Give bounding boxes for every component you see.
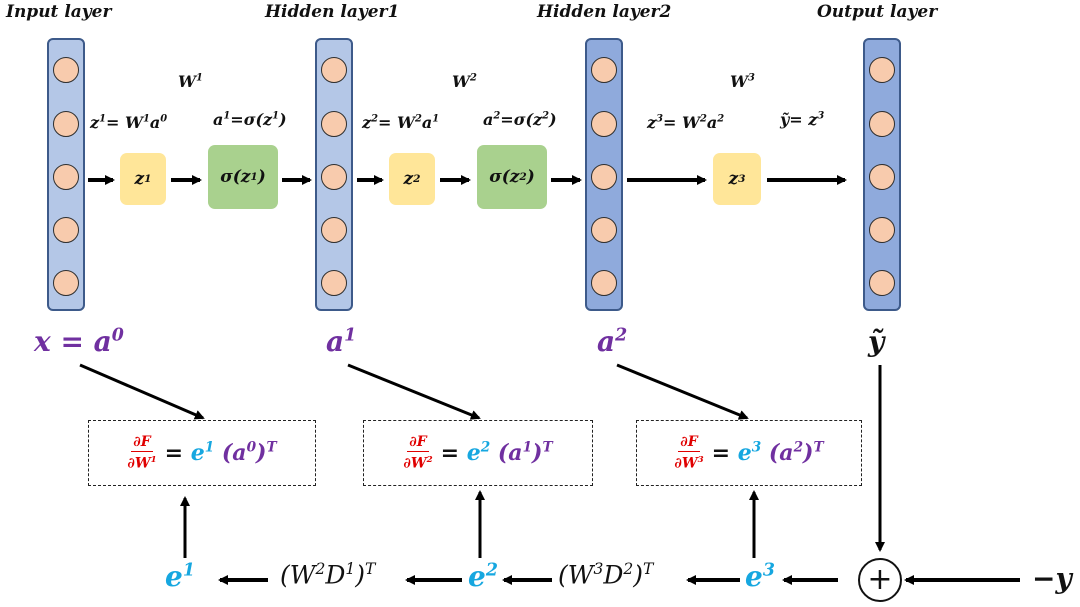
- error-e1: e1: [165, 560, 195, 593]
- neuron: [591, 217, 617, 243]
- equation-ytilde: ỹ= z3: [780, 110, 825, 129]
- gradient-box-w1: ∂F∂W1 = e1 (a0)T: [88, 420, 316, 486]
- equation-z3: z3= W2a2: [647, 113, 725, 132]
- equation-z2: z2= W2a1: [362, 113, 440, 132]
- hidden-layer2-title: Hidden layer2: [537, 2, 672, 22]
- neuron: [53, 111, 79, 137]
- equation-a1: a1=σ(z1): [213, 110, 287, 129]
- arrow: [616, 363, 749, 420]
- neuron: [591, 57, 617, 83]
- arrow: [79, 363, 205, 420]
- backprop-term-1: (W2D1)T: [280, 560, 376, 590]
- hidden-layer2-column: [585, 38, 623, 311]
- activation-a1: a1: [326, 325, 357, 358]
- neuron: [869, 217, 895, 243]
- neuron: [321, 111, 347, 137]
- negative-target-y: −y: [1032, 562, 1072, 595]
- neuron: [869, 270, 895, 296]
- neuron: [53, 217, 79, 243]
- weight-label-w2: W2: [452, 72, 477, 91]
- input-layer-column: [47, 38, 85, 311]
- neuron: [869, 111, 895, 137]
- neuron: [591, 164, 617, 190]
- output-layer-column: [863, 38, 901, 311]
- gradient-box-w2: ∂F∂W2 = e2 (a1)T: [363, 420, 593, 486]
- neuron: [869, 164, 895, 190]
- neuron: [869, 57, 895, 83]
- equation-z1: z1= W1a0: [90, 113, 168, 132]
- backprop-term-2: (W3D2)T: [558, 560, 654, 590]
- error-e3: e3: [745, 560, 775, 593]
- neuron: [591, 270, 617, 296]
- gradient-fraction: ∂F∂W1: [127, 433, 157, 472]
- activation-a2: a2: [597, 325, 628, 358]
- neuron: [591, 111, 617, 137]
- weight-label-w3: W3: [730, 72, 755, 91]
- weight-label-w1: W1: [178, 72, 203, 91]
- sum-node-plus: +: [858, 558, 902, 602]
- neuron: [321, 270, 347, 296]
- neuron: [53, 57, 79, 83]
- gradient-fraction: ∂F∂W3: [674, 433, 704, 472]
- neuron: [321, 164, 347, 190]
- output-layer-title: Output layer: [817, 2, 938, 22]
- gradient-box-w3: ∂F∂W3 = e3 (a2)T: [636, 420, 862, 486]
- activation-a0: x = a0: [34, 325, 124, 358]
- neuron: [321, 217, 347, 243]
- equation-a2: a2=σ(z2): [483, 110, 557, 129]
- neuron: [53, 270, 79, 296]
- hidden-layer1-title: Hidden layer1: [265, 2, 400, 22]
- neuron: [321, 57, 347, 83]
- arrow: [347, 363, 481, 420]
- input-layer-title: Input layer: [6, 2, 112, 22]
- neuron: [53, 164, 79, 190]
- output-ytilde: ỹ: [868, 325, 885, 358]
- error-e2: e2: [468, 560, 498, 593]
- hidden-layer1-column: [315, 38, 353, 311]
- gradient-fraction: ∂F∂W2: [403, 433, 433, 472]
